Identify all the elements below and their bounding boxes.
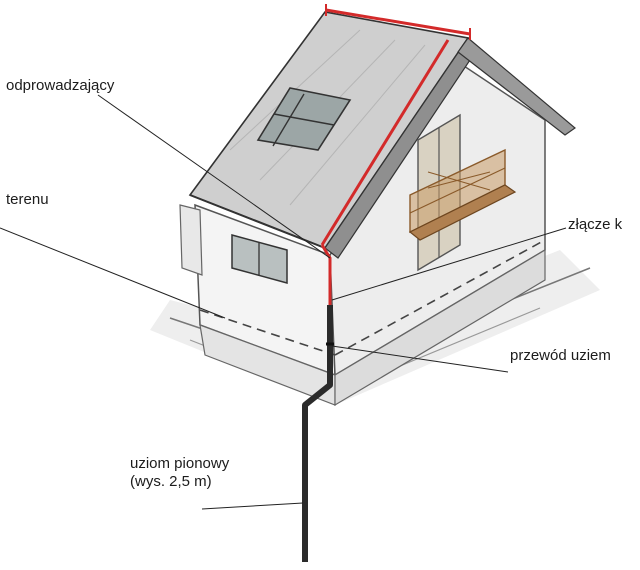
label-przewod-uziemiajacy: przewód uziem (510, 347, 611, 364)
label-uziom-line2: (wys. 2,5 m) (130, 473, 212, 490)
label-uziom-line1: uziom pionowy (130, 455, 230, 472)
wall-window-left (231, 234, 288, 284)
label-odprowadzajacy: odprowadzający (6, 77, 115, 94)
leader-uziom (201, 502, 304, 510)
label-uziom-pionowy: uziom pionowy (wys. 2,5 m) (130, 455, 229, 491)
balcony (408, 113, 517, 272)
leader-lines (0, 94, 567, 510)
lightning-conductor (320, 4, 471, 305)
roof-window (256, 87, 352, 151)
leader-terenu (0, 227, 226, 319)
label-terenu: terenu (6, 191, 49, 208)
leader-odprowadzajacy (97, 94, 331, 259)
leader-przewod (331, 345, 509, 373)
grounding-conductor (302, 305, 334, 562)
leader-zlacze (331, 227, 567, 301)
label-zlacze-kontrolne: złącze k (568, 216, 623, 233)
